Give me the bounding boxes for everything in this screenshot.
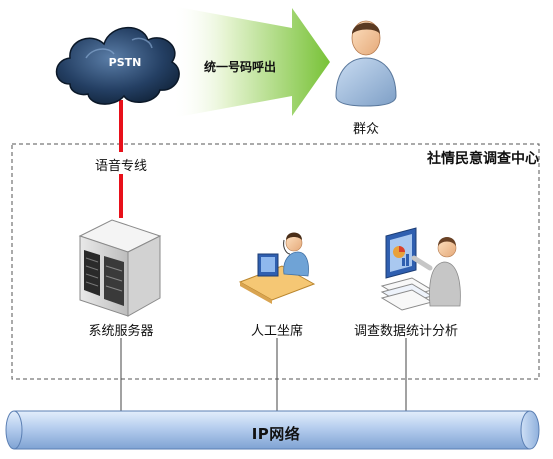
public-label: 群众 [352,122,380,137]
analysis-label: 调查数据统计分析 [353,324,459,339]
voice-line-label: 语音专线 [92,155,150,174]
server-label: 系统服务器 [88,324,154,339]
outbound-call-arrow [172,6,330,118]
pstn-cloud-icon [55,26,180,105]
call-center-boundary [11,143,540,380]
public-person-icon [335,20,397,107]
ip-network-label: IP网络 [251,425,301,443]
ip-network-pipe [5,410,540,450]
pstn-label: PSTN [108,56,142,69]
outbound-call-label: 统一号码呼出 [204,60,277,74]
server-icon [78,219,162,317]
data-analysis-icon [380,227,461,311]
agent-workstation-icon [238,232,316,304]
agent-label: 人工坐席 [250,324,304,339]
call-center-title: 社情民意调查中心 [427,151,539,167]
